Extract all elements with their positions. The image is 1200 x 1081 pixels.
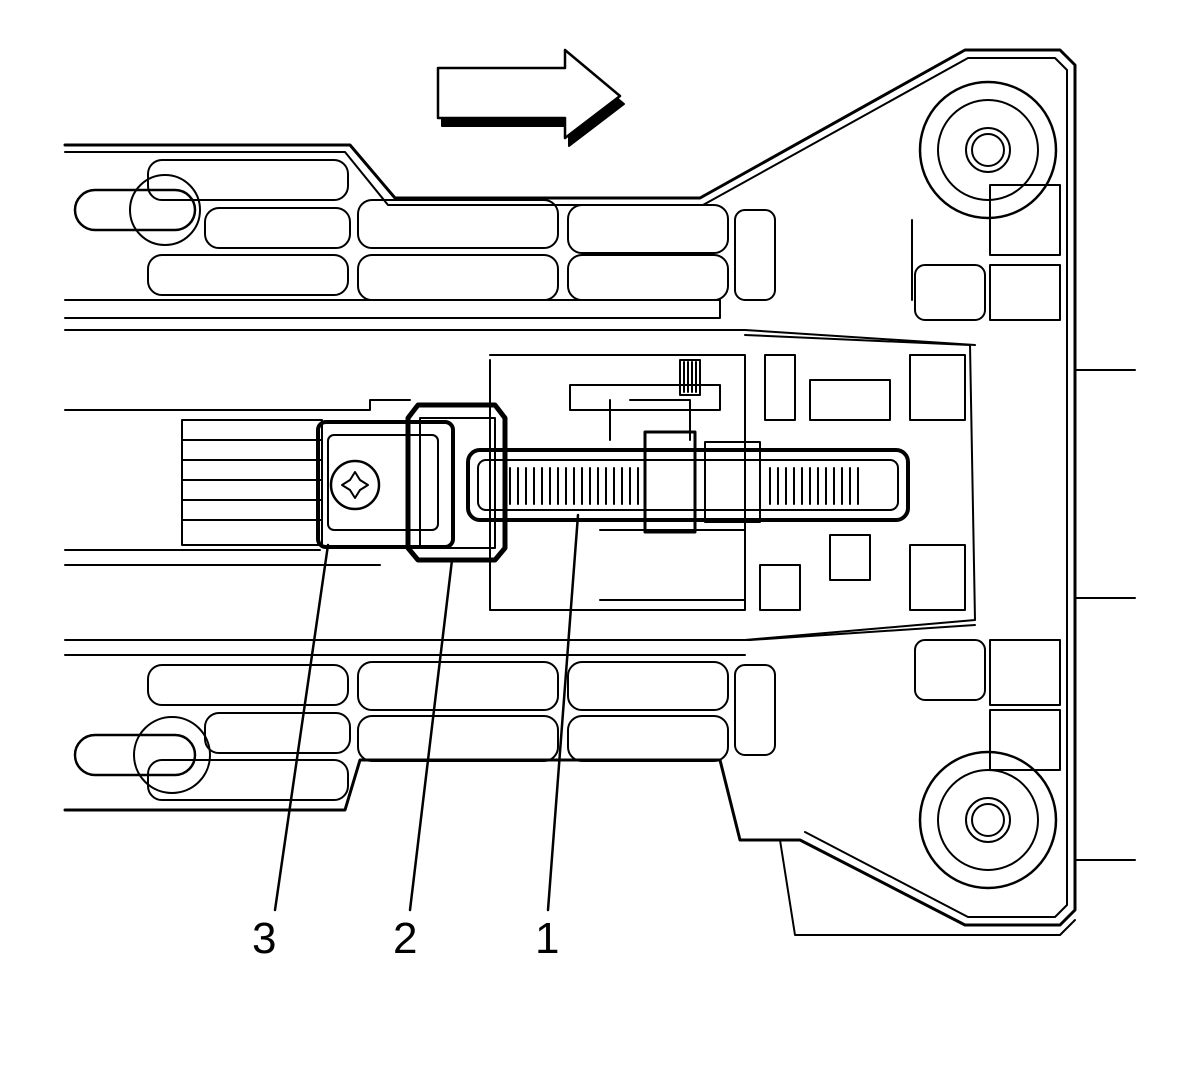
center-housing (64, 334, 976, 641)
component-2-collar (405, 402, 508, 563)
callout-1: 1 (535, 914, 560, 963)
lower-pin (73, 716, 211, 794)
direction-arrow-icon (436, 48, 625, 147)
upper-pin (73, 174, 201, 246)
lower-mount-boss (918, 750, 1058, 890)
upper-mount-boss (918, 80, 1058, 220)
leader-line-2 (408, 558, 454, 912)
component-3-clip (316, 420, 455, 549)
component-1-spring-shaft (466, 430, 910, 534)
lower-rail (64, 624, 1061, 801)
leader-line-3 (273, 543, 330, 912)
callout-3: 3 (252, 914, 277, 963)
leader-line-1 (546, 513, 580, 912)
callout-2: 2 (393, 914, 418, 963)
upper-rail (64, 159, 1061, 346)
